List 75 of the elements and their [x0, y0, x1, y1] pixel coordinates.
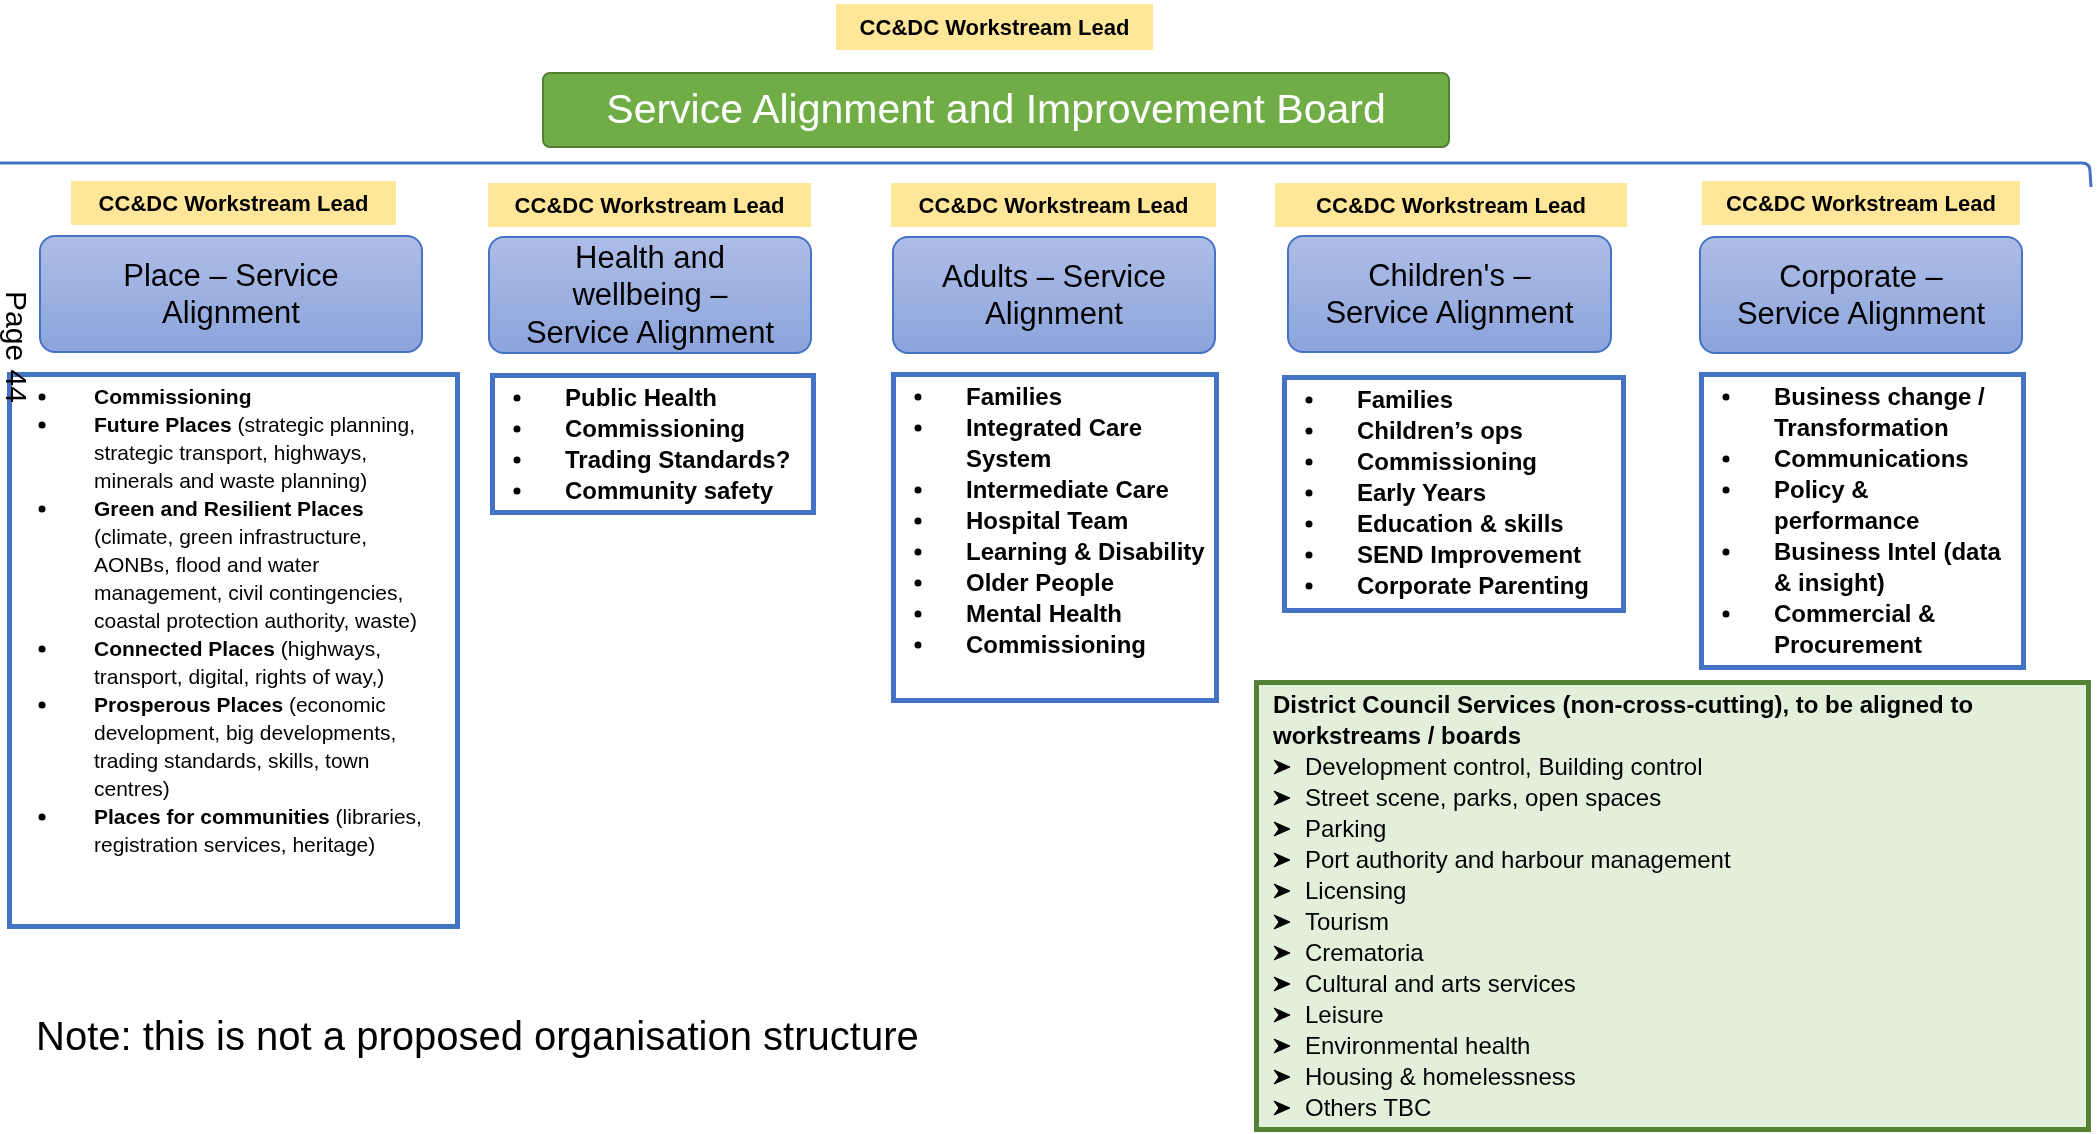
list-item: Mental Health — [966, 600, 1123, 627]
list-item: Families — [1357, 386, 1454, 413]
list-item: Commissioning — [565, 415, 745, 442]
list-item: Others TBC — [1305, 1093, 1432, 1123]
list-item: Corporate Parenting — [1357, 572, 1590, 599]
service-list-box — [891, 372, 1219, 703]
board-box — [542, 72, 1450, 148]
list-item: Crematoria — [1305, 938, 1424, 968]
lead-label: CC&DC Workstream Lead — [859, 13, 1130, 42]
note-text: Note: this is not a proposed organisation structure — [36, 1013, 919, 1060]
list-item: Community safety — [565, 477, 774, 504]
list-item: Families — [966, 383, 1063, 410]
workstream-title: Adults – Service Alignment — [941, 257, 1167, 333]
list-item: Connected Places (highways, transport, digital, rights of way,) — [94, 637, 385, 688]
list-item: Communications — [1774, 445, 1969, 472]
list-item: Education & skills — [1357, 510, 1564, 537]
page-number: Page 44 — [0, 291, 33, 403]
service-list-box — [7, 372, 460, 929]
list-item: Commercial & Procurement — [1774, 600, 1936, 658]
board-title: Service Alignment and Improvement Board — [606, 85, 1386, 135]
list-item: Trading Standards? — [565, 446, 791, 473]
list-item: Policy & performance — [1774, 476, 1920, 534]
lead-label-box — [1275, 183, 1627, 227]
list-item: Children’s ops — [1357, 417, 1523, 444]
workstream-box — [1699, 236, 2023, 354]
list-item: Development control, Building control — [1305, 752, 1703, 782]
list-item: Environmental health — [1305, 1031, 1531, 1061]
workstream-box — [39, 235, 423, 353]
list-item: Green and Resilient Places (climate, green infrastructure, AONBs, flood and water management, civil contingencies, coastal protection authority, waste) — [94, 497, 417, 632]
lead-label-box — [71, 181, 396, 225]
district-heading: District Council Services (non-cross-cutting), to be aligned to workstreams / boards — [1273, 690, 1975, 751]
list-item: Early Years — [1357, 479, 1486, 506]
district-services-box — [1254, 680, 2091, 1132]
lead-label-box — [1702, 181, 2020, 225]
lead-label: CC&DC Workstream Lead — [98, 189, 369, 218]
list-item: Future Places (strategic planning, strategic transport, highways, minerals and waste planning) — [94, 413, 415, 492]
service-list-box — [1282, 375, 1626, 613]
list-item: Prosperous Places (economic development, big developments, trading standards, skills, town centres) — [94, 693, 397, 800]
list-item: Port authority and harbour management — [1305, 845, 1731, 875]
list-item: Public Health — [565, 384, 718, 411]
workstream-title: Health and wellbeing – Service Alignment — [524, 239, 776, 351]
workstream-title: Corporate – Service Alignment — [1735, 257, 1987, 333]
list-item: Places for communities (libraries, registration services, heritage) — [94, 805, 422, 856]
service-list-box — [1699, 372, 2026, 670]
list-item: Street scene, parks, open spaces — [1305, 783, 1662, 813]
lead-label-box — [488, 183, 811, 227]
list-item: Commissioning — [94, 385, 252, 408]
lead-label-box — [891, 183, 1216, 227]
lead-label: CC&DC Workstream Lead — [1316, 191, 1586, 220]
list-item: Learning & Disability — [966, 538, 1205, 565]
workstream-box — [892, 236, 1216, 354]
list-item: Integrated Care System — [966, 414, 1143, 472]
workstream-title: Place – Service Alignment — [122, 256, 340, 332]
service-list-box — [490, 373, 816, 515]
list-item: Parking — [1305, 814, 1387, 844]
lead-label: CC&DC Workstream Lead — [1726, 189, 1996, 218]
list-item: Tourism — [1305, 907, 1389, 937]
list-item: Cultural and arts services — [1305, 969, 1576, 999]
lead-label: CC&DC Workstream Lead — [918, 191, 1189, 220]
workstream-title: Children's – Service Alignment — [1324, 256, 1575, 332]
list-item: Commissioning — [966, 631, 1146, 658]
list-item: Business change / Transformation — [1774, 383, 1985, 441]
list-item: Licensing — [1305, 876, 1407, 906]
list-item: Older People — [966, 569, 1115, 596]
lead-label-box — [836, 4, 1153, 50]
list-item: Commissioning — [1357, 448, 1537, 475]
list-item: Hospital Team — [966, 507, 1129, 534]
workstream-box — [488, 236, 812, 354]
list-item: Business Intel (data & insight) — [1774, 538, 2001, 596]
lead-label: CC&DC Workstream Lead — [514, 191, 785, 220]
workstream-box — [1287, 235, 1612, 353]
list-item: Intermediate Care — [966, 476, 1169, 503]
list-item: Leisure — [1305, 1000, 1384, 1030]
list-item: Housing & homelessness — [1305, 1062, 1576, 1092]
list-item: SEND Improvement — [1357, 541, 1582, 568]
